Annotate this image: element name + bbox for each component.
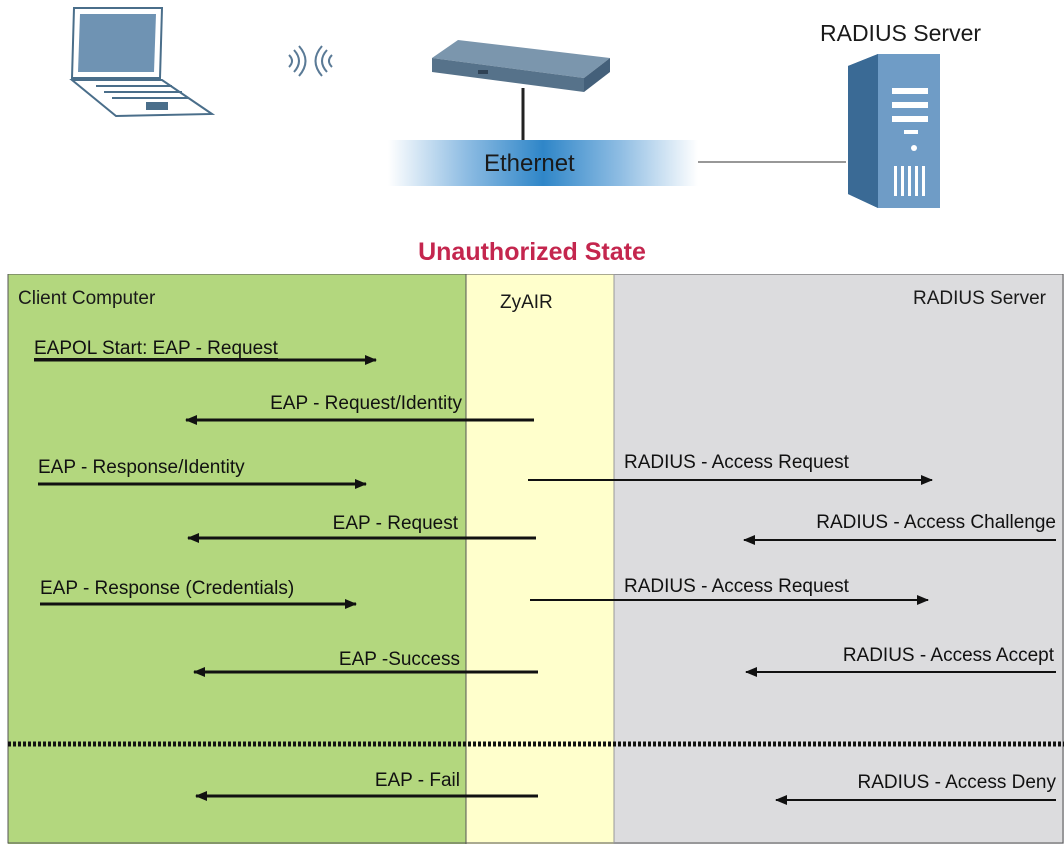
access-point-icon [432,40,610,140]
msg-eapol-start: EAPOL Start: EAP - Request [34,338,278,359]
msg-access-request-1: RADIUS - Access Request [624,452,849,473]
client-column [8,274,466,844]
msg-access-challenge: RADIUS - Access Challenge [816,512,1056,533]
msg-eap-fail: EAP - Fail [374,770,460,791]
msg-access-deny: RADIUS - Access Deny [857,772,1057,793]
ethernet-label: Ethernet [484,150,575,177]
ethernet-bar [388,140,698,186]
radius-server-heading: RADIUS Server [912,288,1046,309]
msg-access-accept: RADIUS - Access Accept [842,645,1054,666]
msg-eap-success: EAP -Success [338,649,460,670]
zyair-column [466,274,614,844]
sequence-panel [7,274,1064,844]
server-tower-icon [848,54,940,208]
radius-column [614,274,1064,844]
client-computer-heading: Client Computer [18,288,156,309]
laptop-icon [69,7,216,118]
zyair-heading: ZyAIR [500,292,553,313]
diagram-title: Unauthorized State [418,238,646,266]
msg-request-identity: EAP - Request/Identity [270,393,462,414]
wireless-signal-icon [288,45,333,77]
msg-access-request-2: RADIUS - Access Request [624,576,849,597]
msg-response-credentials: EAP - Response (Credentials) [40,578,295,599]
radius-server-topology-label: RADIUS Server [820,20,982,46]
network-topology [69,7,940,208]
msg-response-identity: EAP - Response/Identity [38,457,245,478]
msg-eap-request: EAP - Request [332,513,458,534]
